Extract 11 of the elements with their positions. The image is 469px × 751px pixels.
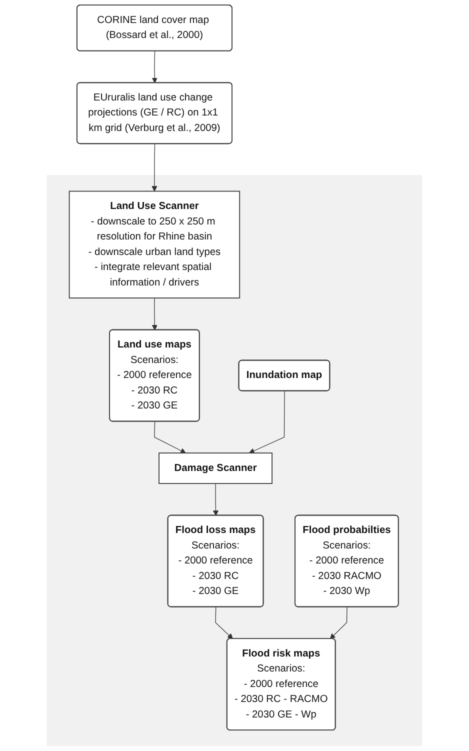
- cluster: [46, 175, 422, 746]
- arrow: [330, 606, 348, 640]
- arrow: [154, 421, 186, 454]
- arrow: [215, 606, 234, 640]
- node-box: Damage Scanner: [158, 452, 273, 484]
- arrow: [212, 483, 219, 516]
- arrow: [248, 390, 285, 454]
- arrow: [152, 144, 158, 192]
- arrow: [152, 50, 158, 84]
- arrow: [152, 298, 158, 330]
- node-box: Land Use Scanner - downscale to 250 x 250 m resolution for Rhine basin - downscale urban land types - integrate relevant spatial information / drivers: [68, 190, 240, 298]
